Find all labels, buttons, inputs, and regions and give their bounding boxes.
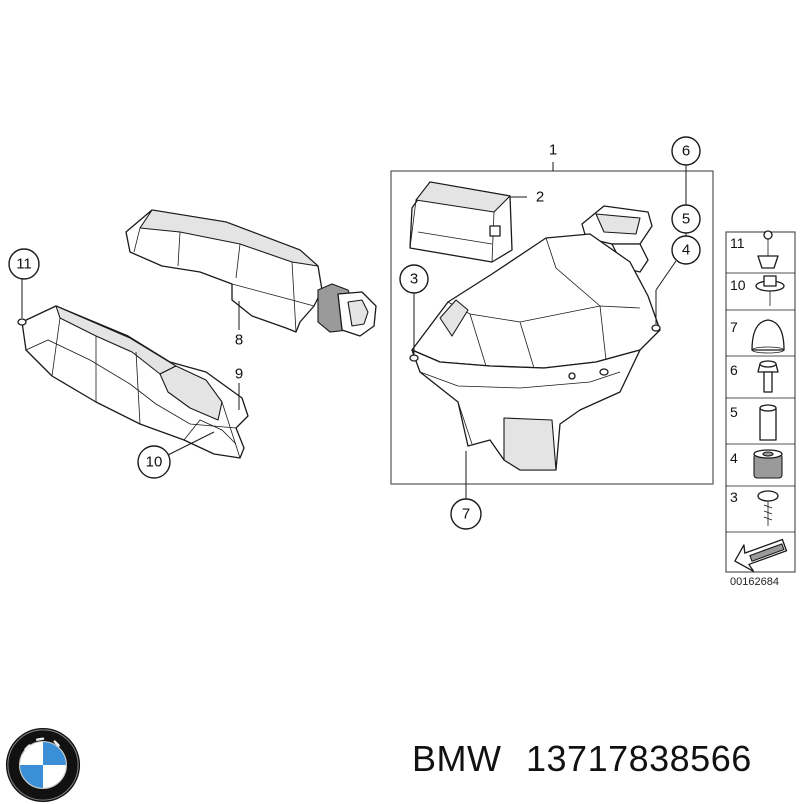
intake-duct-lower [17, 305, 249, 459]
svg-text:11: 11 [16, 256, 32, 273]
svg-text:10: 10 [146, 454, 163, 471]
svg-text:7: 7 [730, 319, 738, 335]
callout-11: 11 [8, 248, 40, 280]
svg-text:6: 6 [730, 362, 738, 378]
legend-row-5: 5 [730, 404, 777, 441]
sleeve-icon [759, 404, 777, 441]
direction-arrow-icon [734, 538, 788, 572]
brand-name: BMW [412, 738, 502, 779]
legend-row-10: 10 [730, 275, 785, 306]
svg-text:9: 9 [235, 366, 243, 383]
legend-row-11: 11 [730, 230, 779, 269]
callout-5: 5 [671, 204, 701, 234]
svg-text:10: 10 [730, 277, 746, 293]
grommet-icon [753, 449, 783, 479]
svg-text:1: 1 [549, 142, 557, 159]
legend-row-6: 6 [730, 360, 779, 393]
svg-text:5: 5 [730, 404, 738, 420]
bolt-clip-icon [757, 230, 779, 269]
assembly-frame [390, 170, 714, 485]
hex-bolt-icon [757, 360, 779, 393]
intake-pipe-upper [125, 209, 377, 337]
air-filter-housing [409, 205, 661, 471]
callout-6: 6 [671, 136, 701, 166]
screw-washer-icon [755, 275, 785, 306]
callout-7: 7 [450, 498, 482, 530]
rubber-cap-icon [751, 319, 785, 354]
svg-text:11: 11 [730, 235, 745, 251]
callout-4: 4 [671, 235, 701, 265]
callout-2: 2 [536, 189, 544, 206]
bmw-logo [5, 727, 81, 803]
svg-text:3: 3 [730, 489, 738, 505]
callout-10: 10 [137, 445, 171, 479]
callout-3: 3 [399, 264, 429, 294]
svg-text:4: 4 [682, 242, 690, 259]
callout-9: 9 [235, 366, 243, 383]
svg-text:6: 6 [682, 143, 690, 160]
filter-element [409, 181, 513, 263]
diagram-code: 00162684 [730, 576, 779, 588]
part-number: 13717838566 [526, 738, 752, 779]
leader-lines [21, 162, 687, 500]
svg-text:2: 2 [536, 189, 544, 206]
legend-row-7: 7 [730, 319, 785, 354]
svg-text:4: 4 [730, 450, 738, 466]
self-tapping-screw-icon [757, 490, 779, 526]
legend-row-4: 4 [730, 449, 783, 479]
svg-text:7: 7 [462, 506, 470, 523]
legend-row-3: 3 [730, 489, 779, 526]
hardware-legend: 11 10 7 6 [725, 230, 796, 588]
callout-8: 8 [235, 332, 243, 349]
svg-text:5: 5 [682, 211, 690, 228]
callout-1: 1 [549, 142, 557, 159]
part-caption: BMW 13717838566 [412, 738, 752, 780]
svg-text:3: 3 [410, 271, 418, 288]
svg-text:8: 8 [235, 332, 243, 349]
